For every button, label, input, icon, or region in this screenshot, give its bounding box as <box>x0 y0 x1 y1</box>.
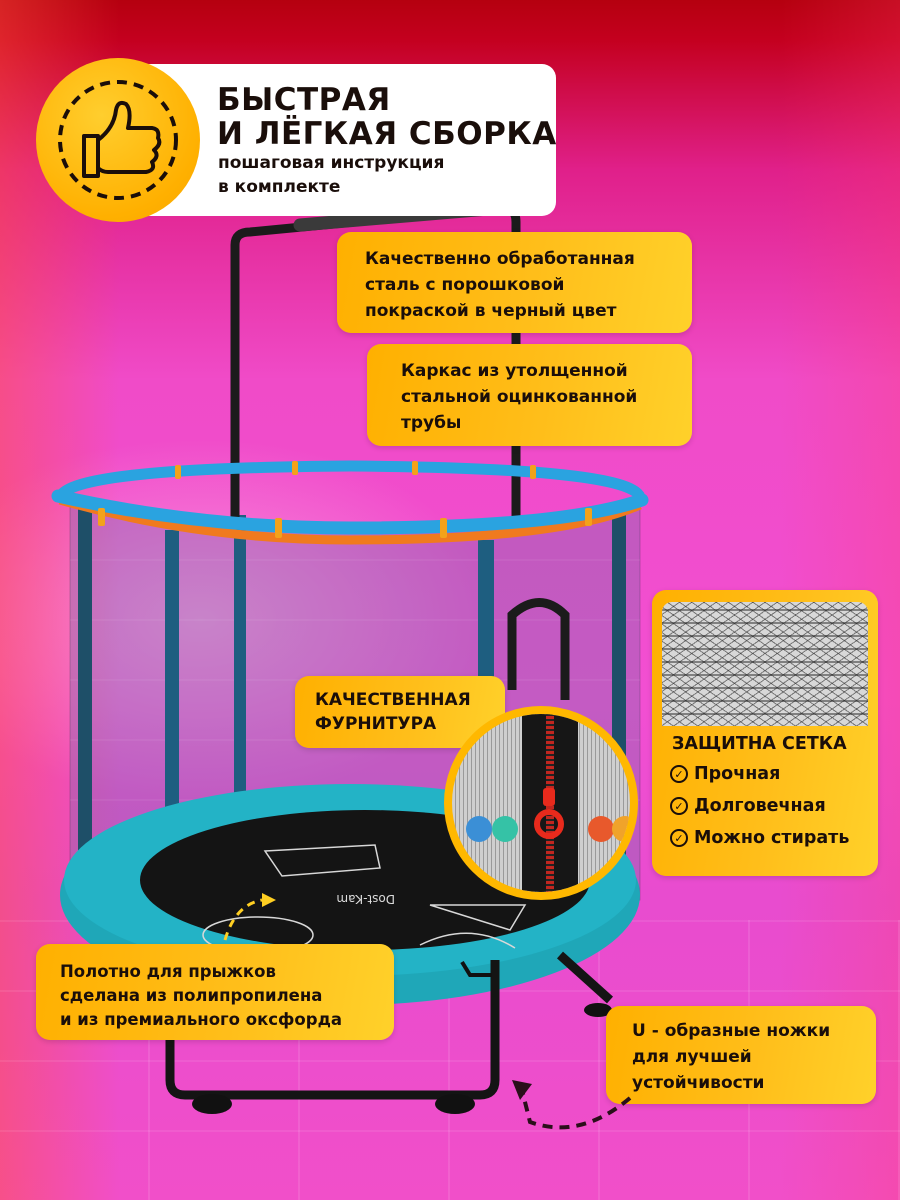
callout-line: КАЧЕСТВЕННАЯ <box>315 690 471 710</box>
ball <box>492 816 518 842</box>
callout-line: U - образные ножки <box>632 1021 831 1041</box>
thumbs-up-icon <box>58 80 178 200</box>
ball <box>588 816 614 842</box>
net-card: ЗАЩИТНА СЕТКА ✓ Прочная ✓ Долговечная ✓ … <box>652 590 878 876</box>
callout-line: сделана из полипропилена <box>60 986 323 1005</box>
check-circle-icon: ✓ <box>670 829 688 847</box>
callout-line: Каркас из утолщенной <box>401 361 628 381</box>
dashed-arrow-icon <box>512 1080 632 1130</box>
callout-line: устойчивости <box>632 1073 765 1093</box>
check-circle-icon: ✓ <box>670 765 688 783</box>
callout-line: и из премиального оксфорда <box>60 1010 343 1029</box>
callout-frame: Каркас из утолщенной стальной оцинкованн… <box>367 344 692 446</box>
net-feature-item: ✓ Можно стирать <box>670 828 849 848</box>
net-feature-label: Долговечная <box>694 796 826 816</box>
net-closeup-image <box>662 602 868 726</box>
callout-legs: U - образные ножки для лучшей устойчивос… <box>606 1006 876 1104</box>
zipper-pull-icon <box>534 788 564 839</box>
callout-line: трубы <box>401 413 462 433</box>
net-feature-item: ✓ Прочная <box>670 764 780 784</box>
net-feature-label: Прочная <box>694 764 781 784</box>
header-title-line2: И ЛЁГКАЯ СБОРКА <box>217 116 557 152</box>
callout-mat: Полотно для прыжков сделана из полипропи… <box>36 944 394 1040</box>
header-title-line1: БЫСТРАЯ <box>217 82 391 118</box>
ball <box>612 816 630 842</box>
header-subtitle-line1: пошаговая инструкция <box>218 153 445 173</box>
callout-line: Полотно для прыжков <box>60 962 276 981</box>
check-circle-icon: ✓ <box>670 797 688 815</box>
net-feature-item: ✓ Долговечная <box>670 796 826 816</box>
callout-line: для лучшей <box>632 1047 752 1067</box>
ball <box>466 816 492 842</box>
zipper-closeup <box>444 706 638 900</box>
svg-text:Dost-Kam: Dost-Kam <box>336 892 395 906</box>
net-card-title: ЗАЩИТНА СЕТКА <box>672 734 847 754</box>
callout-steel: Качественно обработанная сталь с порошко… <box>337 232 692 333</box>
callout-line: ФУРНИТУРА <box>315 714 437 734</box>
badge <box>36 58 200 222</box>
callout-line: покраской в черный цвет <box>365 301 617 321</box>
callout-line: стальной оцинкованной <box>401 387 638 407</box>
callout-line: Качественно обработанная <box>365 249 635 269</box>
callout-line: сталь с порошковой <box>365 275 565 295</box>
net-feature-label: Можно стирать <box>694 828 850 848</box>
header-subtitle-line2: в комплекте <box>218 177 341 197</box>
